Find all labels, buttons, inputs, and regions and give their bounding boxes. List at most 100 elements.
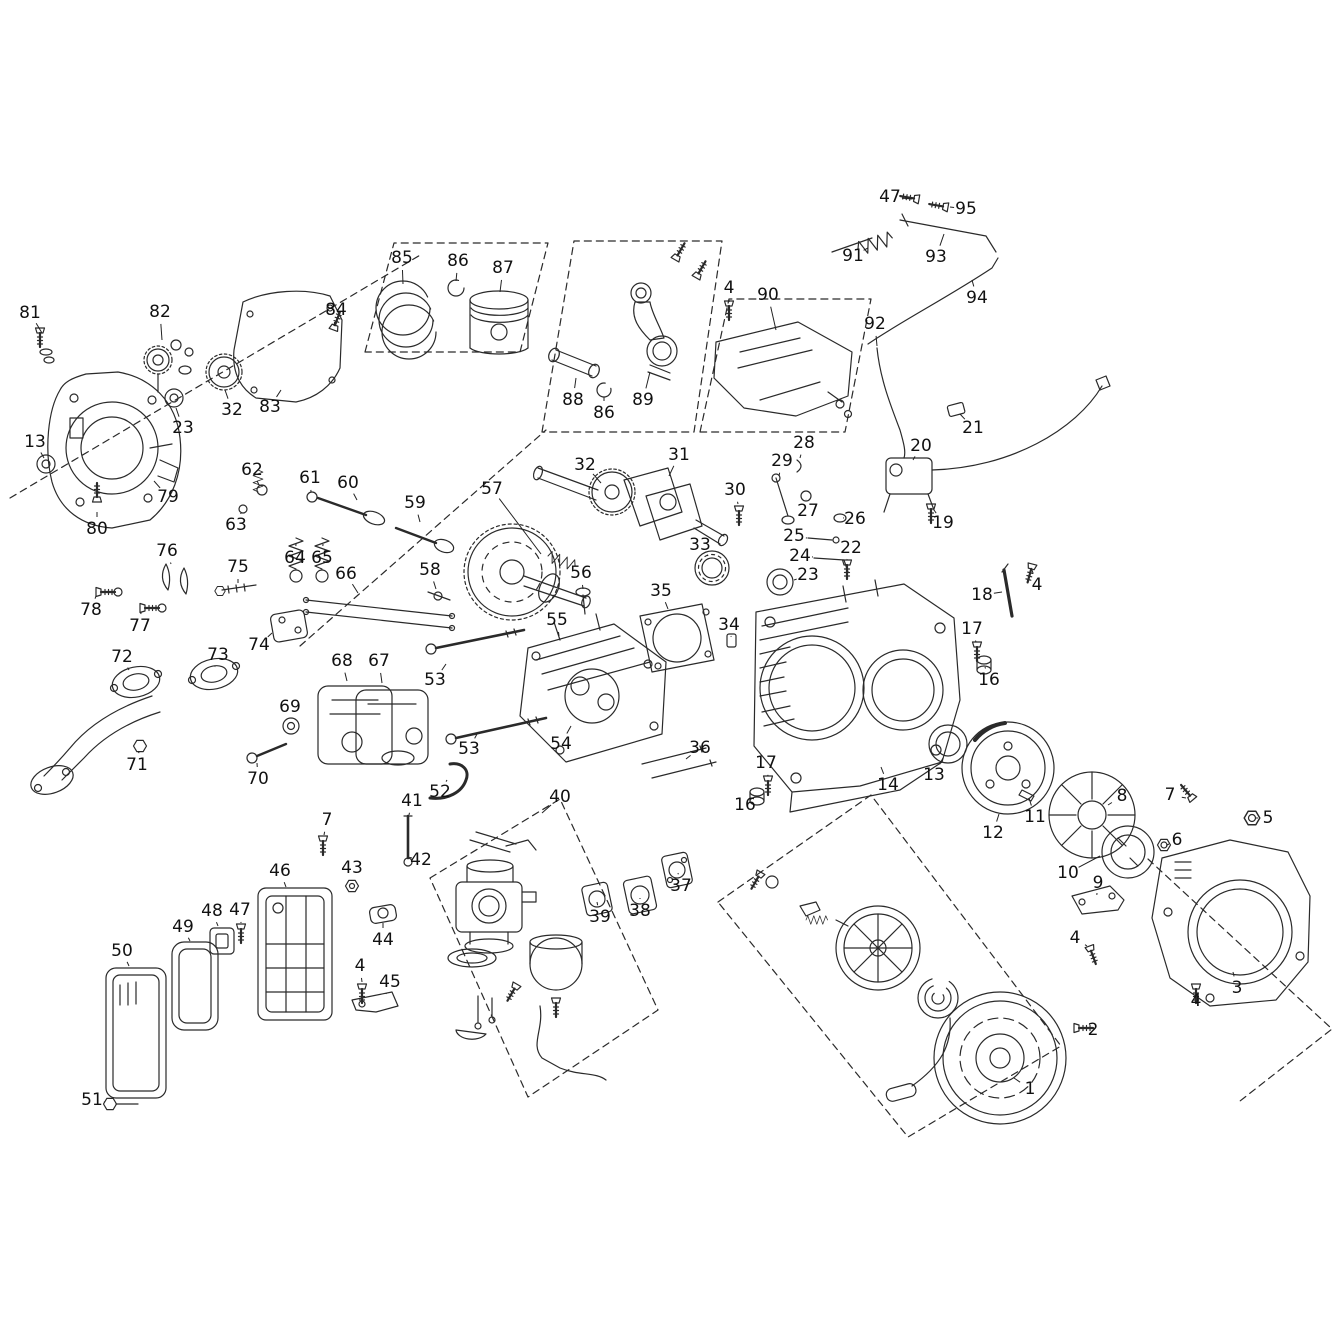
spacer-plate	[661, 851, 693, 889]
dowel-pin	[726, 633, 737, 648]
callout-57: 57	[481, 479, 503, 499]
callout-4: 4	[1032, 575, 1043, 595]
callout-80: 80	[86, 519, 108, 539]
engine-shroud	[713, 321, 853, 419]
leader-line	[1028, 797, 1032, 806]
callout-27: 27	[797, 501, 819, 521]
callout-95: 95	[955, 199, 977, 219]
valve-guide-clips	[161, 563, 189, 595]
callout-5: 5	[1263, 808, 1274, 828]
head-bolt	[445, 716, 548, 745]
leader-line	[793, 578, 797, 581]
callout-90: 90	[757, 285, 779, 305]
callout-13: 13	[24, 432, 46, 452]
starter-small-parts	[746, 868, 849, 927]
leader-line	[933, 509, 937, 514]
housing-washer	[36, 454, 56, 474]
muffler-bolt	[246, 742, 288, 764]
callout-74: 74	[248, 635, 270, 655]
crankshaft	[532, 465, 729, 547]
callout-69: 69	[279, 697, 301, 717]
leader-line	[1166, 843, 1170, 846]
piston	[469, 290, 529, 355]
leader-line	[401, 269, 404, 285]
camshaft	[463, 523, 591, 621]
bracket-bolt	[356, 982, 368, 1005]
connecting-rod	[630, 282, 678, 381]
insulator	[622, 875, 658, 915]
callout-34: 34	[718, 615, 740, 635]
stud-rod	[1001, 563, 1014, 618]
callout-26: 26	[844, 509, 866, 529]
oil-drain-bolt	[34, 326, 55, 364]
leader-line	[574, 377, 577, 389]
carb-nut	[344, 879, 360, 893]
leader-line	[267, 632, 273, 638]
leader-line	[959, 413, 966, 420]
callout-37: 37	[670, 876, 692, 896]
leader-line	[912, 456, 916, 461]
leader-line	[360, 977, 363, 983]
callout-12: 12	[982, 823, 1004, 843]
callout-54: 54	[550, 734, 572, 754]
callout-78: 78	[80, 600, 102, 620]
callout-28: 28	[793, 433, 815, 453]
push-rods	[302, 596, 456, 632]
starter-spring	[917, 977, 959, 1019]
leader-line	[685, 755, 691, 760]
muffler	[355, 689, 429, 766]
leader-line	[153, 480, 161, 489]
callout-9: 9	[1093, 873, 1104, 893]
governor-linkage	[831, 190, 999, 345]
callout-19: 19	[932, 513, 954, 533]
leader-line	[1107, 802, 1113, 806]
leader-line	[283, 882, 287, 888]
callout-4: 4	[355, 956, 366, 976]
callout-67: 67	[368, 651, 390, 671]
leader-line	[1232, 971, 1235, 977]
callout-75: 75	[227, 557, 249, 577]
carb-gasket	[581, 881, 613, 917]
ignition-coil	[876, 347, 1111, 525]
leader-line	[996, 813, 1000, 822]
case-screw-spacer	[971, 640, 992, 675]
piston-rings	[375, 280, 437, 360]
callout-13: 13	[923, 765, 945, 785]
callout-59: 59	[404, 493, 426, 513]
leader-line	[215, 921, 219, 927]
starter-pulley	[1101, 825, 1155, 879]
callout-64: 64	[284, 548, 306, 568]
leader-line	[127, 667, 130, 671]
rod-bolt	[670, 239, 690, 264]
callout-32: 32	[221, 400, 243, 420]
leader-line	[778, 472, 781, 477]
muffler-cover	[317, 685, 393, 765]
main-bearing	[694, 550, 730, 586]
callout-94: 94	[966, 288, 988, 308]
flywheel-key	[1018, 789, 1035, 802]
callout-63: 63	[225, 515, 247, 535]
rocker-stud	[214, 583, 257, 596]
callout-91: 91	[842, 246, 864, 266]
leader-line	[160, 323, 163, 341]
rod-bolt	[691, 257, 711, 282]
callout-24: 24	[789, 546, 811, 566]
leader-line	[455, 272, 458, 282]
callout-35: 35	[650, 581, 672, 601]
callout-49: 49	[172, 917, 194, 937]
callout-83: 83	[259, 397, 281, 417]
callout-17: 17	[755, 753, 777, 773]
fan-cover	[1151, 839, 1311, 1007]
callout-44: 44	[372, 930, 394, 950]
callout-45: 45	[379, 972, 401, 992]
callout-89: 89	[632, 390, 654, 410]
leader-line	[175, 407, 180, 417]
leader-line	[187, 937, 191, 942]
flywheel-nut	[1156, 838, 1172, 852]
leader-line	[706, 554, 709, 557]
breather-hose	[428, 762, 469, 800]
callout-46: 46	[269, 861, 291, 881]
air-cleaner-case	[257, 887, 333, 1021]
